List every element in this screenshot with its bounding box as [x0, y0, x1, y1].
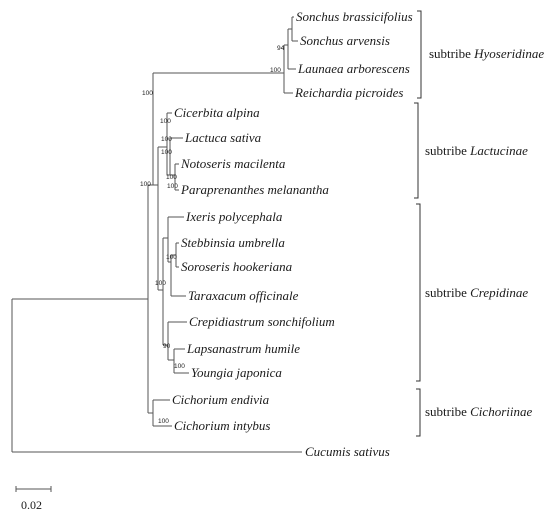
bootstrap-value: 100 — [174, 363, 185, 370]
group-name: Lactucinae — [469, 143, 528, 158]
bootstrap-value: 100 — [142, 90, 153, 97]
taxon-label: Sonchus arvensis — [300, 33, 390, 48]
group-label-cichoriinae: subtribe Cichoriinae — [425, 404, 532, 419]
taxon-label: Crepidiastrum sonchifolium — [189, 314, 335, 329]
taxon-label: Cucumis sativus — [305, 444, 390, 459]
taxon-label: Lactuca sativa — [184, 130, 262, 145]
subtribe-labels: subtribe Hyoseridinae subtribe Lactucina… — [425, 46, 544, 419]
taxon-label: Paraprenanthes melanantha — [180, 182, 329, 197]
group-prefix: subtribe — [425, 404, 467, 419]
bootstrap-value: 100 — [167, 183, 178, 190]
group-prefix: subtribe — [429, 46, 471, 61]
bootstrap-value: 100 — [140, 181, 151, 188]
bootstrap-value: 100 — [166, 174, 177, 181]
group-prefix: subtribe — [425, 143, 467, 158]
bootstrap-value: 100 — [161, 136, 172, 143]
bracket-cichoriinae — [416, 388, 421, 437]
bootstrap-value: 100 — [158, 418, 169, 425]
scale-bar-label: 0.02 — [21, 498, 42, 512]
taxon-label: Taraxacum officinale — [188, 288, 299, 303]
taxon-labels: Sonchus brassicifolius Sonchus arvensis … — [172, 9, 413, 459]
taxon-label: Ixeris polycephala — [185, 209, 283, 224]
group-prefix: subtribe — [425, 285, 467, 300]
bracket-crepidinae — [416, 203, 421, 382]
bootstrap-value: 100 — [155, 280, 166, 287]
taxon-label: Cichorium intybus — [174, 418, 270, 433]
subtribe-brackets — [414, 10, 422, 437]
group-name: Cichoriinae — [470, 404, 532, 419]
taxon-label: Cichorium endivia — [172, 392, 270, 407]
taxon-label: Cicerbita alpina — [174, 105, 260, 120]
bracket-hyoseridinae — [417, 10, 422, 99]
group-label-crepidinae: subtribe Crepidinae — [425, 285, 528, 300]
taxon-label: Sonchus brassicifolius — [296, 9, 413, 24]
taxon-label: Stebbinsia umbrella — [181, 235, 285, 250]
bootstrap-value: 100 — [270, 67, 281, 74]
taxon-label: Reichardia picroides — [294, 85, 403, 100]
bootstrap-value: 100 — [166, 254, 177, 261]
bootstrap-value: 100 — [161, 149, 172, 156]
taxon-label: Soroseris hookeriana — [181, 259, 293, 274]
group-label-hyoseridinae: subtribe Hyoseridinae — [429, 46, 544, 61]
taxon-label: Lapsanastrum humile — [186, 341, 300, 356]
group-label-lactucinae: subtribe Lactucinae — [425, 143, 528, 158]
taxon-label: Notoseris macilenta — [180, 156, 286, 171]
bracket-lactucinae — [414, 102, 419, 199]
bootstrap-values: 94 100 100 100 100 100 100 100 100 100 9… — [140, 45, 285, 425]
bootstrap-value: 90 — [163, 343, 171, 350]
tree-branches — [11, 16, 302, 453]
group-name: Hyoseridinae — [473, 46, 544, 61]
scale-bar: 0.02 — [15, 486, 52, 512]
bootstrap-value: 94 — [277, 45, 285, 52]
bootstrap-value: 100 — [160, 118, 171, 125]
taxon-label: Launaea arborescens — [297, 61, 410, 76]
group-name: Crepidinae — [470, 285, 528, 300]
taxon-label: Youngia japonica — [191, 365, 282, 380]
